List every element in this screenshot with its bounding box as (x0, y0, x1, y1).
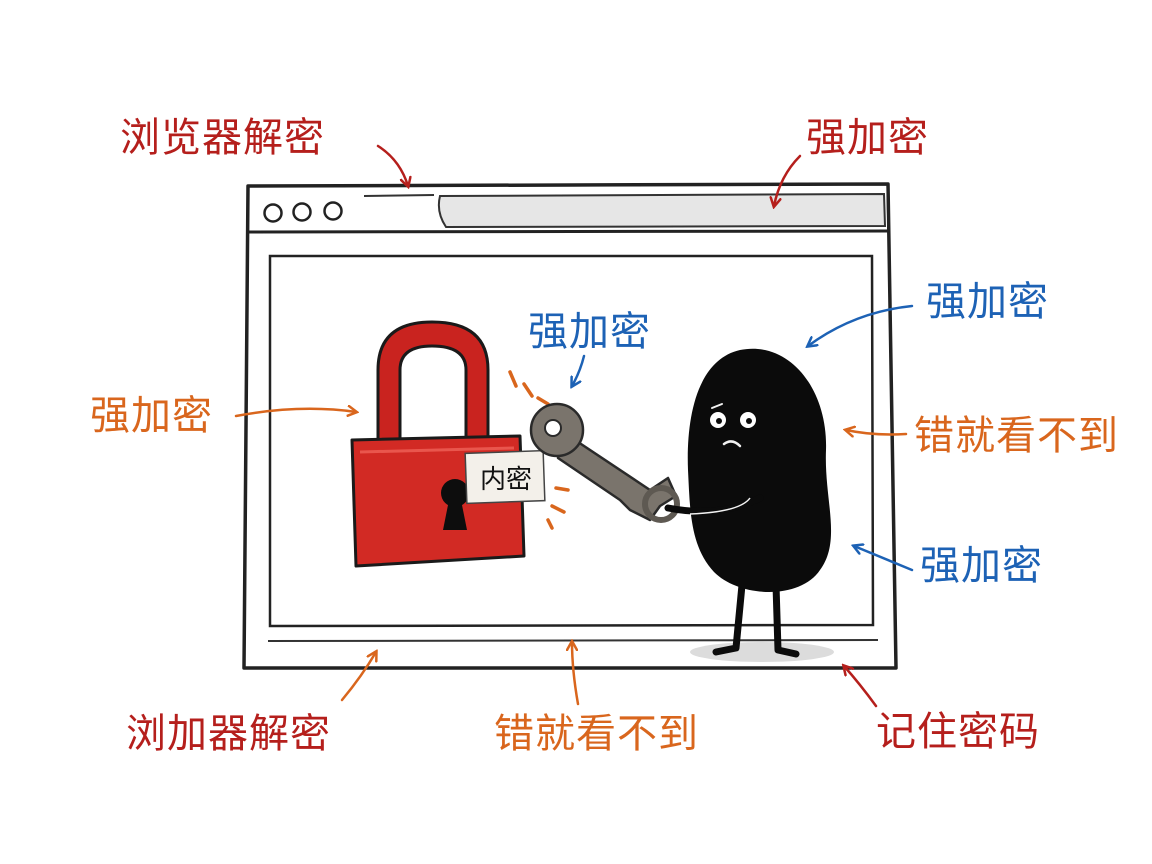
label-top-right-strong-encryption: 强加密 (806, 115, 929, 161)
arrow-top-right (774, 154, 802, 206)
arrow-right-lower (854, 546, 914, 572)
arrow-left-mid (234, 409, 356, 418)
arrow-right-mid (846, 430, 908, 435)
arrow-bottom-left (340, 652, 376, 702)
arrow-bottom-right (844, 666, 878, 708)
black-creature-figure (664, 348, 834, 662)
key-icon (529, 402, 680, 523)
arrow-top-left (376, 144, 408, 186)
arrow-right-upper (808, 304, 914, 346)
label-browser-decrypt: 浏览器解密 (120, 115, 325, 161)
label-left-strong-encryption: 强加密 (90, 393, 213, 439)
lock-tag-label: 内密 (479, 464, 532, 495)
maximize-dot (323, 201, 343, 221)
address-bar (437, 192, 887, 229)
label-right-mismatch-hidden: 错就看不到 (914, 413, 1119, 459)
keyhole-icon (441, 479, 469, 530)
spark-marks (508, 370, 570, 530)
minimize-dot (292, 202, 312, 222)
label-remember-password: 记住密码 (876, 709, 1040, 755)
label-bottom-left-decrypt: 浏加器解密 (126, 711, 331, 757)
label-bottom-mismatch-hidden: 错就看不到 (494, 711, 699, 757)
close-dot (263, 203, 283, 223)
padlock-icon (350, 320, 546, 568)
content-frame (268, 254, 875, 628)
annotation-arrows (234, 144, 914, 708)
label-inner-strong-encryption: 强加密 (528, 309, 651, 355)
arrow-inner-center (572, 354, 586, 386)
label-right-upper-strong-encryption: 强加密 (926, 279, 1049, 325)
label-right-lower-strong-encryption: 强加密 (920, 543, 1043, 589)
arrow-bottom-center (572, 642, 580, 706)
